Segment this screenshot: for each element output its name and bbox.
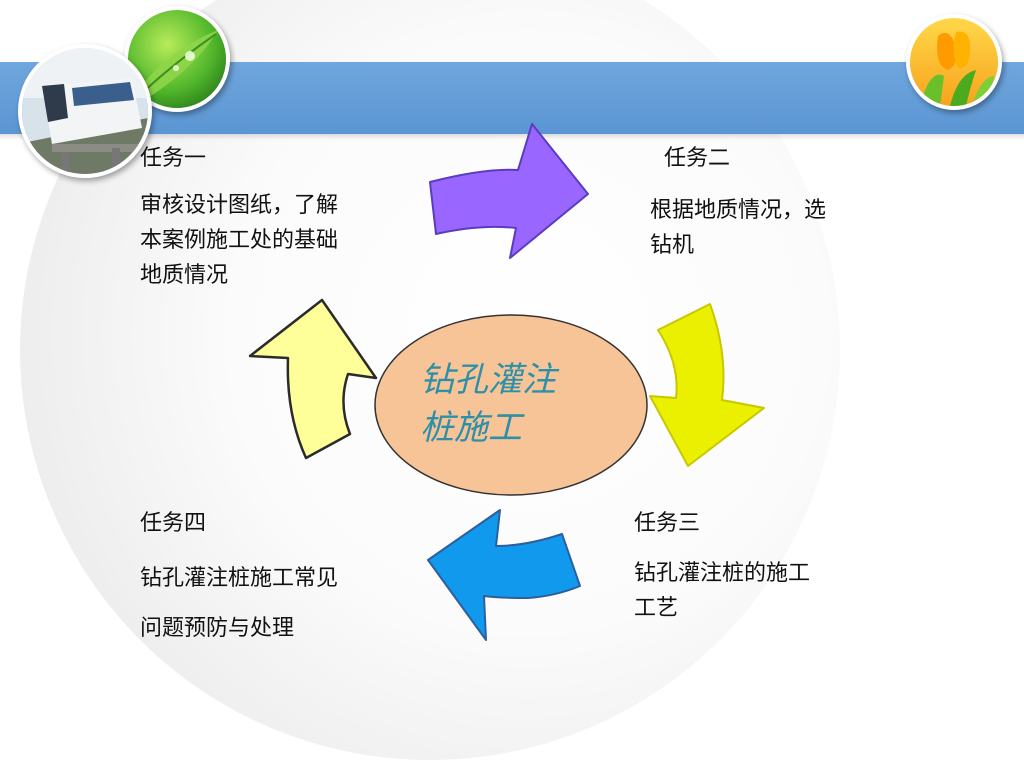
center-label-line-1: 钻孔灌注	[420, 360, 556, 400]
arrow-task1-to-task2	[429, 123, 589, 259]
task4-description: 钻孔灌注桩施工常见 问题预防与处理	[140, 554, 420, 654]
task1-desc-line: 地质情况	[140, 263, 229, 288]
arrow-task2-to-task3	[649, 303, 765, 467]
task1-description: 审核设计图纸，了解 本案例施工处的基础 地质情况	[140, 188, 410, 293]
task2-desc-line: 根据地质情况，选	[650, 198, 827, 223]
task3-description: 钻孔灌注桩的施工 工艺	[634, 556, 894, 626]
task4-desc-line: 问题预防与处理	[140, 616, 295, 641]
task3-desc-line: 工艺	[634, 596, 679, 621]
task3-title: 任务三	[634, 511, 701, 536]
task1-title: 任务一	[140, 146, 207, 171]
arrow-task3-to-task4	[427, 509, 581, 641]
arrow-task4-to-task1	[248, 298, 378, 460]
task4-title: 任务四	[140, 511, 207, 536]
maglev-train-photo	[18, 44, 152, 178]
header-band-shadow	[0, 134, 1024, 140]
yellow-tulip-photo	[906, 14, 1002, 110]
task1-desc-line: 本案例施工处的基础	[140, 228, 339, 253]
task1-desc-line: 审核设计图纸，了解	[140, 193, 339, 218]
task2-description: 根据地质情况，选 钻机	[650, 193, 910, 263]
task2-title: 任务二	[664, 146, 731, 171]
task3-desc-line: 钻孔灌注桩的施工	[634, 561, 811, 586]
task2-desc-line: 钻机	[650, 233, 695, 258]
center-label: 钻孔灌注 桩施工	[420, 356, 610, 452]
center-ellipse	[374, 314, 648, 496]
task4-desc-line: 钻孔灌注桩施工常见	[140, 566, 339, 591]
center-label-line-2: 桩施工	[420, 408, 522, 448]
